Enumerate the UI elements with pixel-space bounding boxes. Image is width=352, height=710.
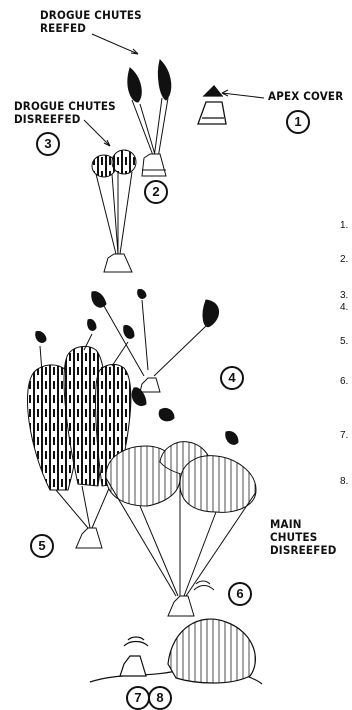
- step-marker-2: 2: [144, 180, 168, 204]
- drogue-disreefed-chutes: [92, 150, 136, 272]
- apex-cover-label: APEX COVER: [268, 90, 343, 103]
- main-disreefed-label: MAIN CHUTES DISREEFED: [270, 518, 337, 557]
- edge-step-7: 7.: [340, 430, 348, 442]
- step-marker-3: 3: [36, 132, 60, 156]
- apex-cover: [198, 86, 226, 124]
- leader-arrows: [84, 34, 264, 146]
- edge-step-6: 6.: [340, 376, 348, 388]
- step-marker-8: 8: [148, 686, 172, 710]
- edge-step-2: 2.: [340, 254, 348, 266]
- edge-step-4: 4.: [340, 302, 348, 314]
- main-chutes-reefed: [27, 334, 130, 548]
- landed-spacecraft: [90, 619, 262, 684]
- edge-step-8: 8.: [340, 476, 348, 488]
- step-marker-1: 1: [286, 110, 310, 134]
- edge-step-1: 1.: [340, 220, 348, 232]
- edge-step-5: 5.: [340, 336, 348, 348]
- drogue-disreefed-label: DROGUE CHUTES DISREEFED: [14, 100, 116, 126]
- step-marker-4: 4: [220, 366, 244, 390]
- edge-step-3: 3.: [340, 290, 348, 302]
- step-marker-6: 6: [228, 582, 252, 606]
- drogue-reefed-label: DROGUE CHUTES REEFED: [40, 9, 142, 35]
- step-marker-5: 5: [30, 534, 54, 558]
- step-marker-7: 7: [126, 686, 150, 710]
